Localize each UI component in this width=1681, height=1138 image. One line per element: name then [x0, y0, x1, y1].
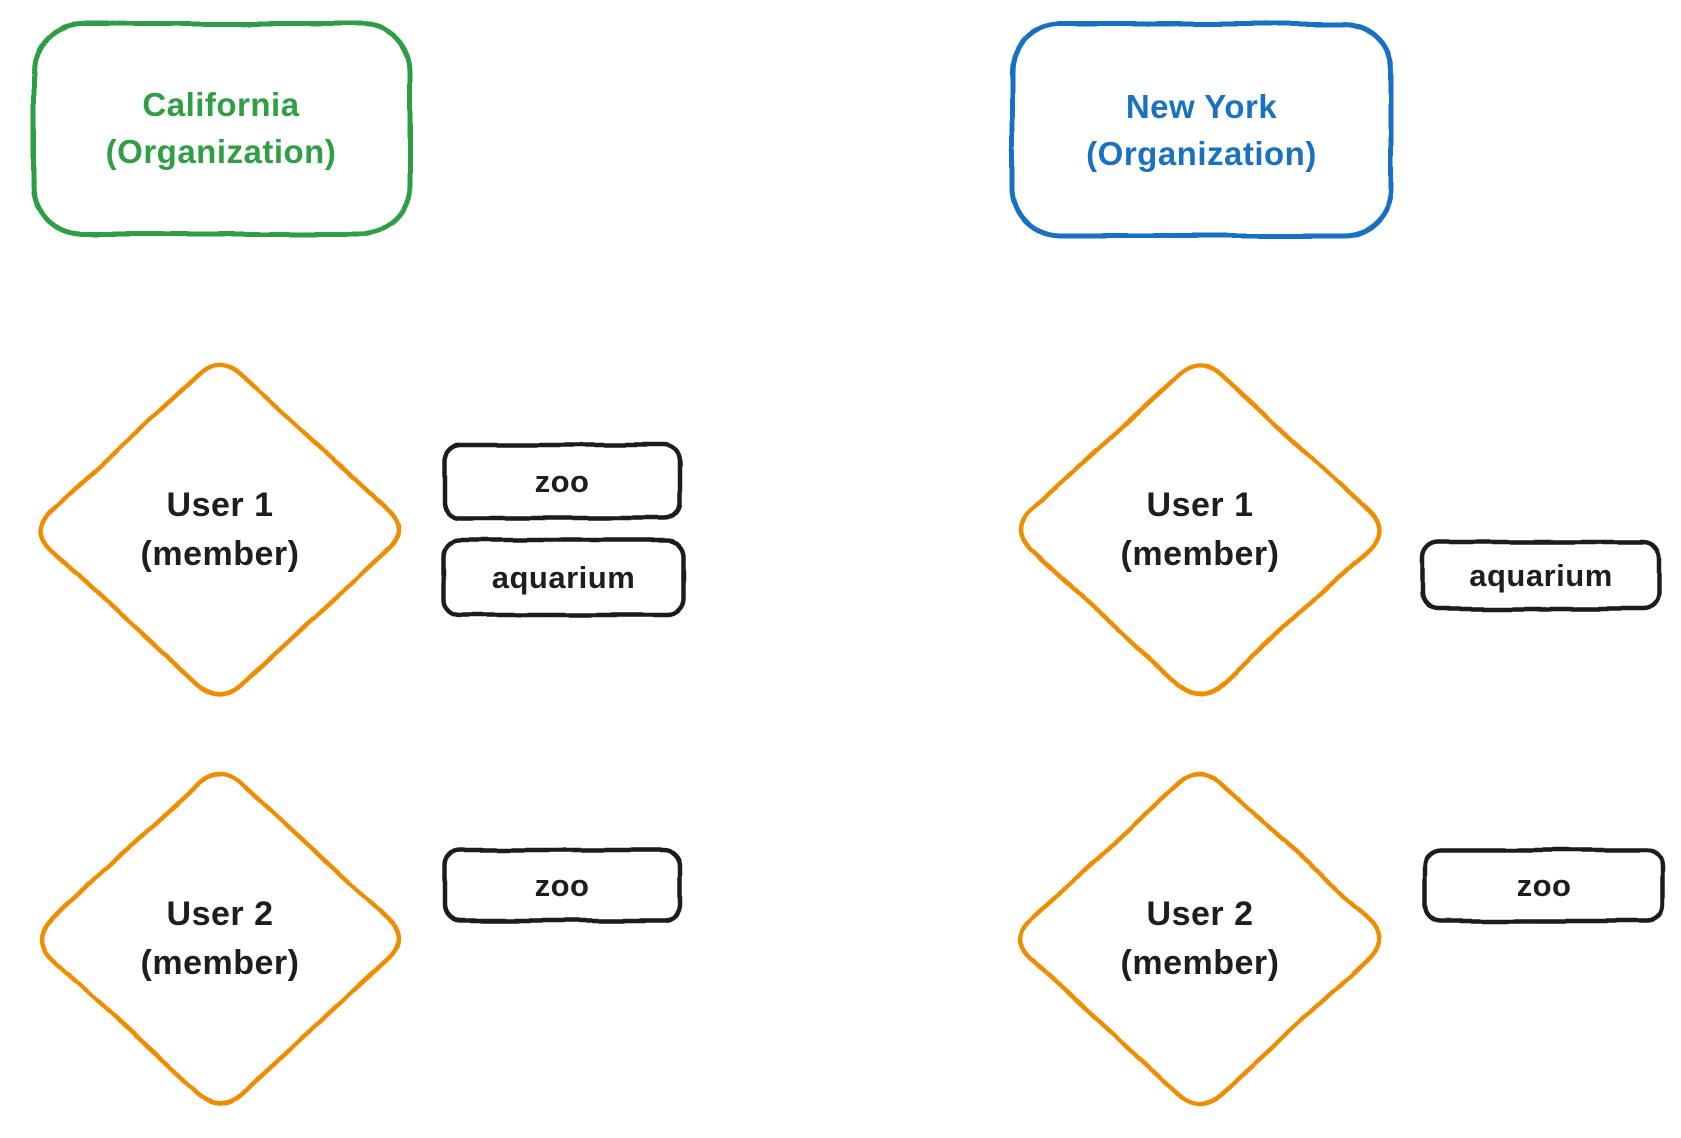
tag-aquarium-user1-new-york-box	[1420, 539, 1662, 612]
tag-zoo-user1-california-box	[441, 442, 683, 521]
user1-california-diamond	[41, 365, 399, 695]
user2-new-york-diamond	[1021, 774, 1379, 1104]
user1-new-york-diamond	[1021, 365, 1379, 695]
tag-aquarium-user1-california-box	[441, 537, 686, 618]
tag-zoo-user2-new-york-box	[1422, 847, 1666, 924]
user2-california-diamond	[41, 774, 399, 1104]
org-california-box	[31, 21, 413, 237]
org-new-york-box	[1009, 21, 1394, 239]
tag-zoo-user2-california-box	[441, 847, 683, 924]
